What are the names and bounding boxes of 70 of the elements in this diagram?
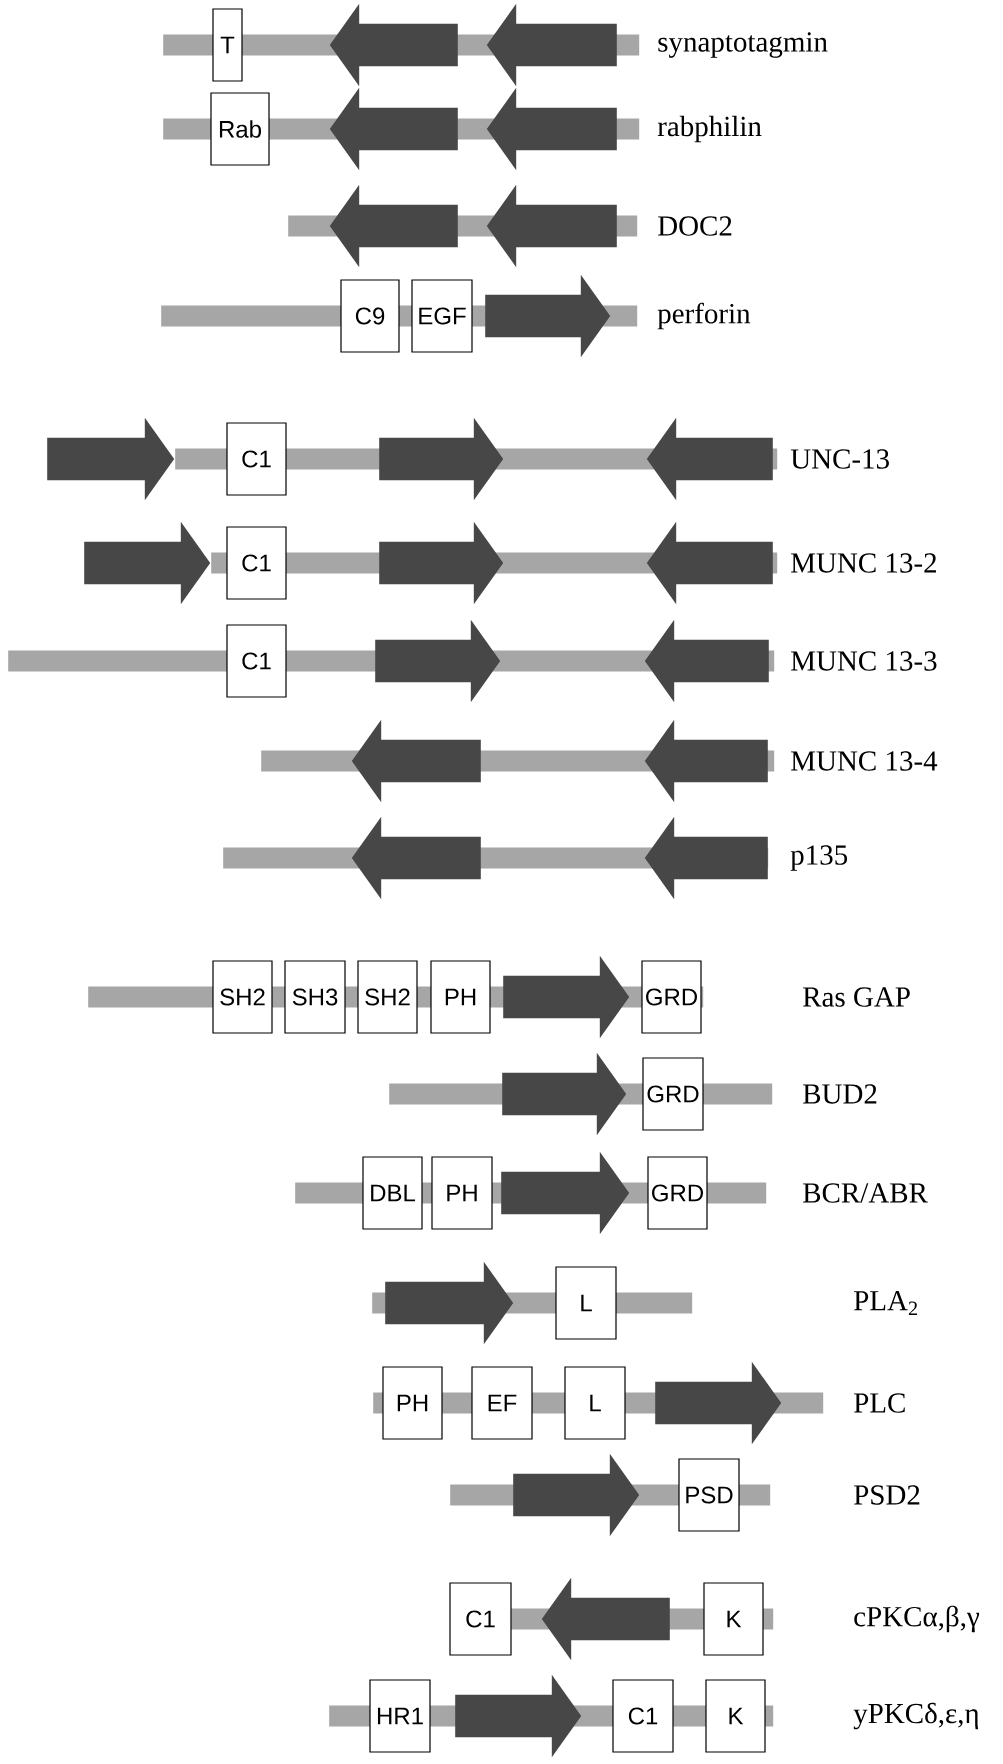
protein-name: rabphilin [657, 115, 762, 143]
domain-shape [541, 1577, 670, 1661]
domain-shape [486, 184, 617, 268]
domain-shape [379, 417, 504, 501]
domain-shape [646, 521, 773, 605]
domain-shape [644, 719, 768, 803]
domain-box: EGF [411, 279, 473, 353]
domain-box: L [555, 1266, 617, 1340]
domain-shape [646, 417, 773, 501]
protein-name: UNC-13 [790, 449, 889, 469]
domain-box: C1 [226, 526, 287, 600]
domain-shape [351, 719, 481, 803]
domain-box: K [703, 1582, 764, 1656]
domain-box: GRD [642, 1057, 704, 1131]
protein-name: cPKCα,β,γ [854, 1605, 980, 1633]
protein-name: MUNC 13-4 [791, 751, 938, 771]
protein-name: MUNC 13-2 [791, 553, 936, 573]
domain-box: SH2 [357, 960, 418, 1034]
domain-box: Rab [210, 92, 270, 166]
domain-shape [644, 816, 768, 900]
domain-shape [379, 521, 504, 605]
domain-shape [329, 184, 458, 268]
domain-box: C1 [226, 422, 287, 496]
domain-shape [385, 1261, 514, 1345]
protein-name: MUNC 13-3 [791, 651, 937, 671]
protein-name: Ras GAP [803, 987, 910, 1007]
protein-name: BCR/ABR [803, 1183, 928, 1203]
protein-name: PLC [854, 1393, 905, 1413]
domain-shape [375, 619, 501, 703]
domain-shape [485, 274, 611, 358]
domain-box: C1 [612, 1679, 674, 1753]
domain-shape [486, 3, 617, 87]
domain-shape [503, 955, 630, 1039]
domain-shape [329, 87, 458, 171]
domain-box: GRD [641, 960, 702, 1034]
domain-shape [455, 1674, 582, 1758]
domain-box: PSD [678, 1458, 740, 1532]
domain-box: SH2 [212, 960, 273, 1034]
domain-box: C9 [340, 279, 400, 353]
domain-shape [351, 816, 481, 900]
domain-box: PH [382, 1366, 443, 1440]
domain-box: K [705, 1679, 766, 1753]
protein-name: yPKCδ,ε,η [853, 1702, 979, 1730]
domain-box: GRD [647, 1156, 708, 1230]
domain-box: EF [471, 1366, 533, 1440]
protein-name: perforin [657, 302, 751, 330]
domain-shape [501, 1151, 630, 1235]
domain-shape [329, 3, 458, 87]
domain-box: C1 [449, 1582, 512, 1656]
domain-box: PH [430, 960, 491, 1034]
domain-shape [655, 1361, 782, 1445]
domain-box: HR1 [369, 1679, 431, 1753]
domain-shape [513, 1453, 640, 1537]
protein-name: p135 [790, 845, 848, 871]
domain-box: PH [431, 1156, 493, 1230]
protein-name: PLA$_{2}$ [854, 1291, 917, 1315]
domain-shape [644, 619, 769, 703]
domain-shape [502, 1052, 627, 1136]
domain-box: SH3 [284, 960, 346, 1034]
domain-box: L [564, 1366, 626, 1440]
domain-shape [84, 521, 211, 605]
protein-name: synaptotagmin [658, 32, 828, 58]
domain-box: C1 [226, 624, 287, 698]
protein-name: DOC2 [658, 216, 732, 236]
protein-name: BUD2 [803, 1084, 877, 1104]
protein-name: PSD2 [854, 1485, 920, 1505]
domain-shape [47, 417, 175, 501]
domain-box: DBL [362, 1156, 423, 1230]
domain-shape [486, 87, 617, 171]
domain-box: T [212, 8, 243, 82]
